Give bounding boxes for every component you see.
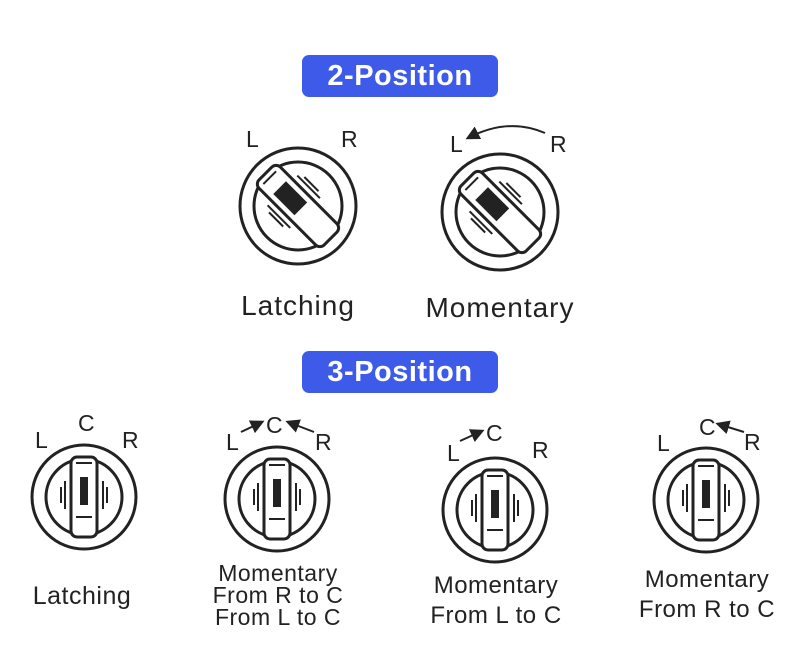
caption-3pos-latching: Latching — [32, 582, 132, 610]
caption-2pos-latching: Latching — [241, 290, 355, 321]
position-label-l: L — [447, 440, 460, 466]
position-label-l: L — [226, 429, 239, 455]
rotary-switch-3pos-momentary-both — [223, 445, 331, 553]
position-label-l: L — [450, 131, 463, 157]
arrow-r-to-c — [285, 419, 315, 433]
position-label-c: C — [699, 414, 716, 440]
position-label-r: R — [532, 437, 549, 463]
position-label-r: R — [550, 131, 567, 157]
arrow-r-to-l — [465, 125, 546, 140]
rotary-switch-2pos-latching — [238, 146, 358, 266]
position-label-l: L — [246, 126, 259, 152]
position-label-l: L — [35, 427, 48, 453]
section-heading-3-position: 3-Position — [302, 351, 498, 393]
caption-3pos-momentary-l-to-c: Momentary From L to C — [430, 572, 562, 629]
caption-2pos-momentary: Momentary — [425, 292, 575, 323]
arrow-l-to-c — [240, 420, 265, 434]
caption-3pos-momentary-both: Momentary From R to C From L to C — [212, 560, 344, 630]
position-label-l: L — [657, 430, 670, 456]
arrow-l-to-c — [459, 429, 485, 443]
caption-3pos-momentary-r-to-c: Momentary From R to C — [638, 566, 776, 623]
position-label-c: C — [266, 412, 283, 438]
section-heading-2-position: 2-Position — [302, 55, 498, 97]
position-label-c: C — [486, 420, 503, 446]
rotary-switch-3pos-momentary-l-to-c — [441, 456, 549, 564]
rotary-switch-3pos-latching — [30, 443, 138, 551]
rotary-switch-2pos-momentary — [440, 152, 560, 272]
position-label-r: R — [744, 429, 761, 455]
position-label-c: C — [78, 410, 95, 436]
position-label-r: R — [341, 126, 358, 152]
position-label-r: R — [315, 429, 332, 455]
rotary-switch-3pos-momentary-r-to-c — [652, 446, 760, 554]
arrow-r-to-c — [715, 420, 745, 434]
position-label-r: R — [122, 427, 139, 453]
